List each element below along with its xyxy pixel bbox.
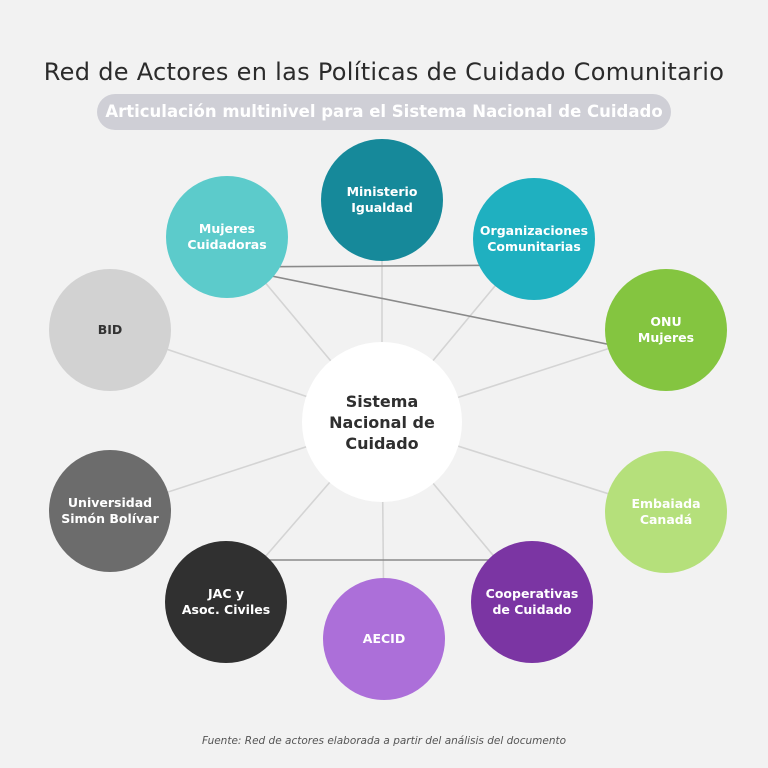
actor-node-label: JAC y Asoc. Civiles [181,586,271,617]
diagram-title: Red de Actores en las Políticas de Cuida… [43,58,725,86]
actor-node-ministerio: Ministerio Igualdad [321,139,443,261]
actor-node-label: Ministerio Igualdad [346,184,418,215]
actor-node-onu: ONU Mujeres [605,269,727,391]
diagram-subtitle: Articulación multinivel para el Sistema … [105,102,663,121]
actor-node-cooperativas: Cooperativas de Cuidado [471,541,593,663]
actor-node-aecid: AECID [323,578,445,700]
actor-node-label: AECID [362,631,406,646]
cross-link-mujeres-onu [226,266,667,357]
actor-node-mujeres: Mujeres Cuidadoras [166,176,288,298]
actor-node-universidad: Universidad Simón Bolívar [49,450,171,572]
actor-node-jac: JAC y Asoc. Civiles [165,541,287,663]
actor-node-label: BID [97,322,123,337]
actor-node-label: Embaiada Canadá [631,496,701,527]
center-node-label: Sistema Nacional de Cuidado [329,391,435,453]
actor-node-bid: BID [49,269,171,391]
actor-node-embajada: Embaiada Canadá [605,451,727,573]
actor-node-label: Mujeres Cuidadoras [187,221,267,252]
actor-node-label: ONU Mujeres [637,314,695,345]
subtitle-pill [97,94,671,130]
actor-node-label: Universidad Simón Bolívar [61,495,159,526]
actor-node-organizaciones: Organizaciones Comunitarias [473,178,595,300]
source-note: Fuente: Red de actores elaborada a parti… [201,735,567,747]
center-node-sistema-nacional: Sistema Nacional de Cuidado [302,342,462,502]
actor-node-label: Cooperativas de Cuidado [485,586,579,617]
actor-node-label: Organizaciones Comunitarias [479,223,589,254]
